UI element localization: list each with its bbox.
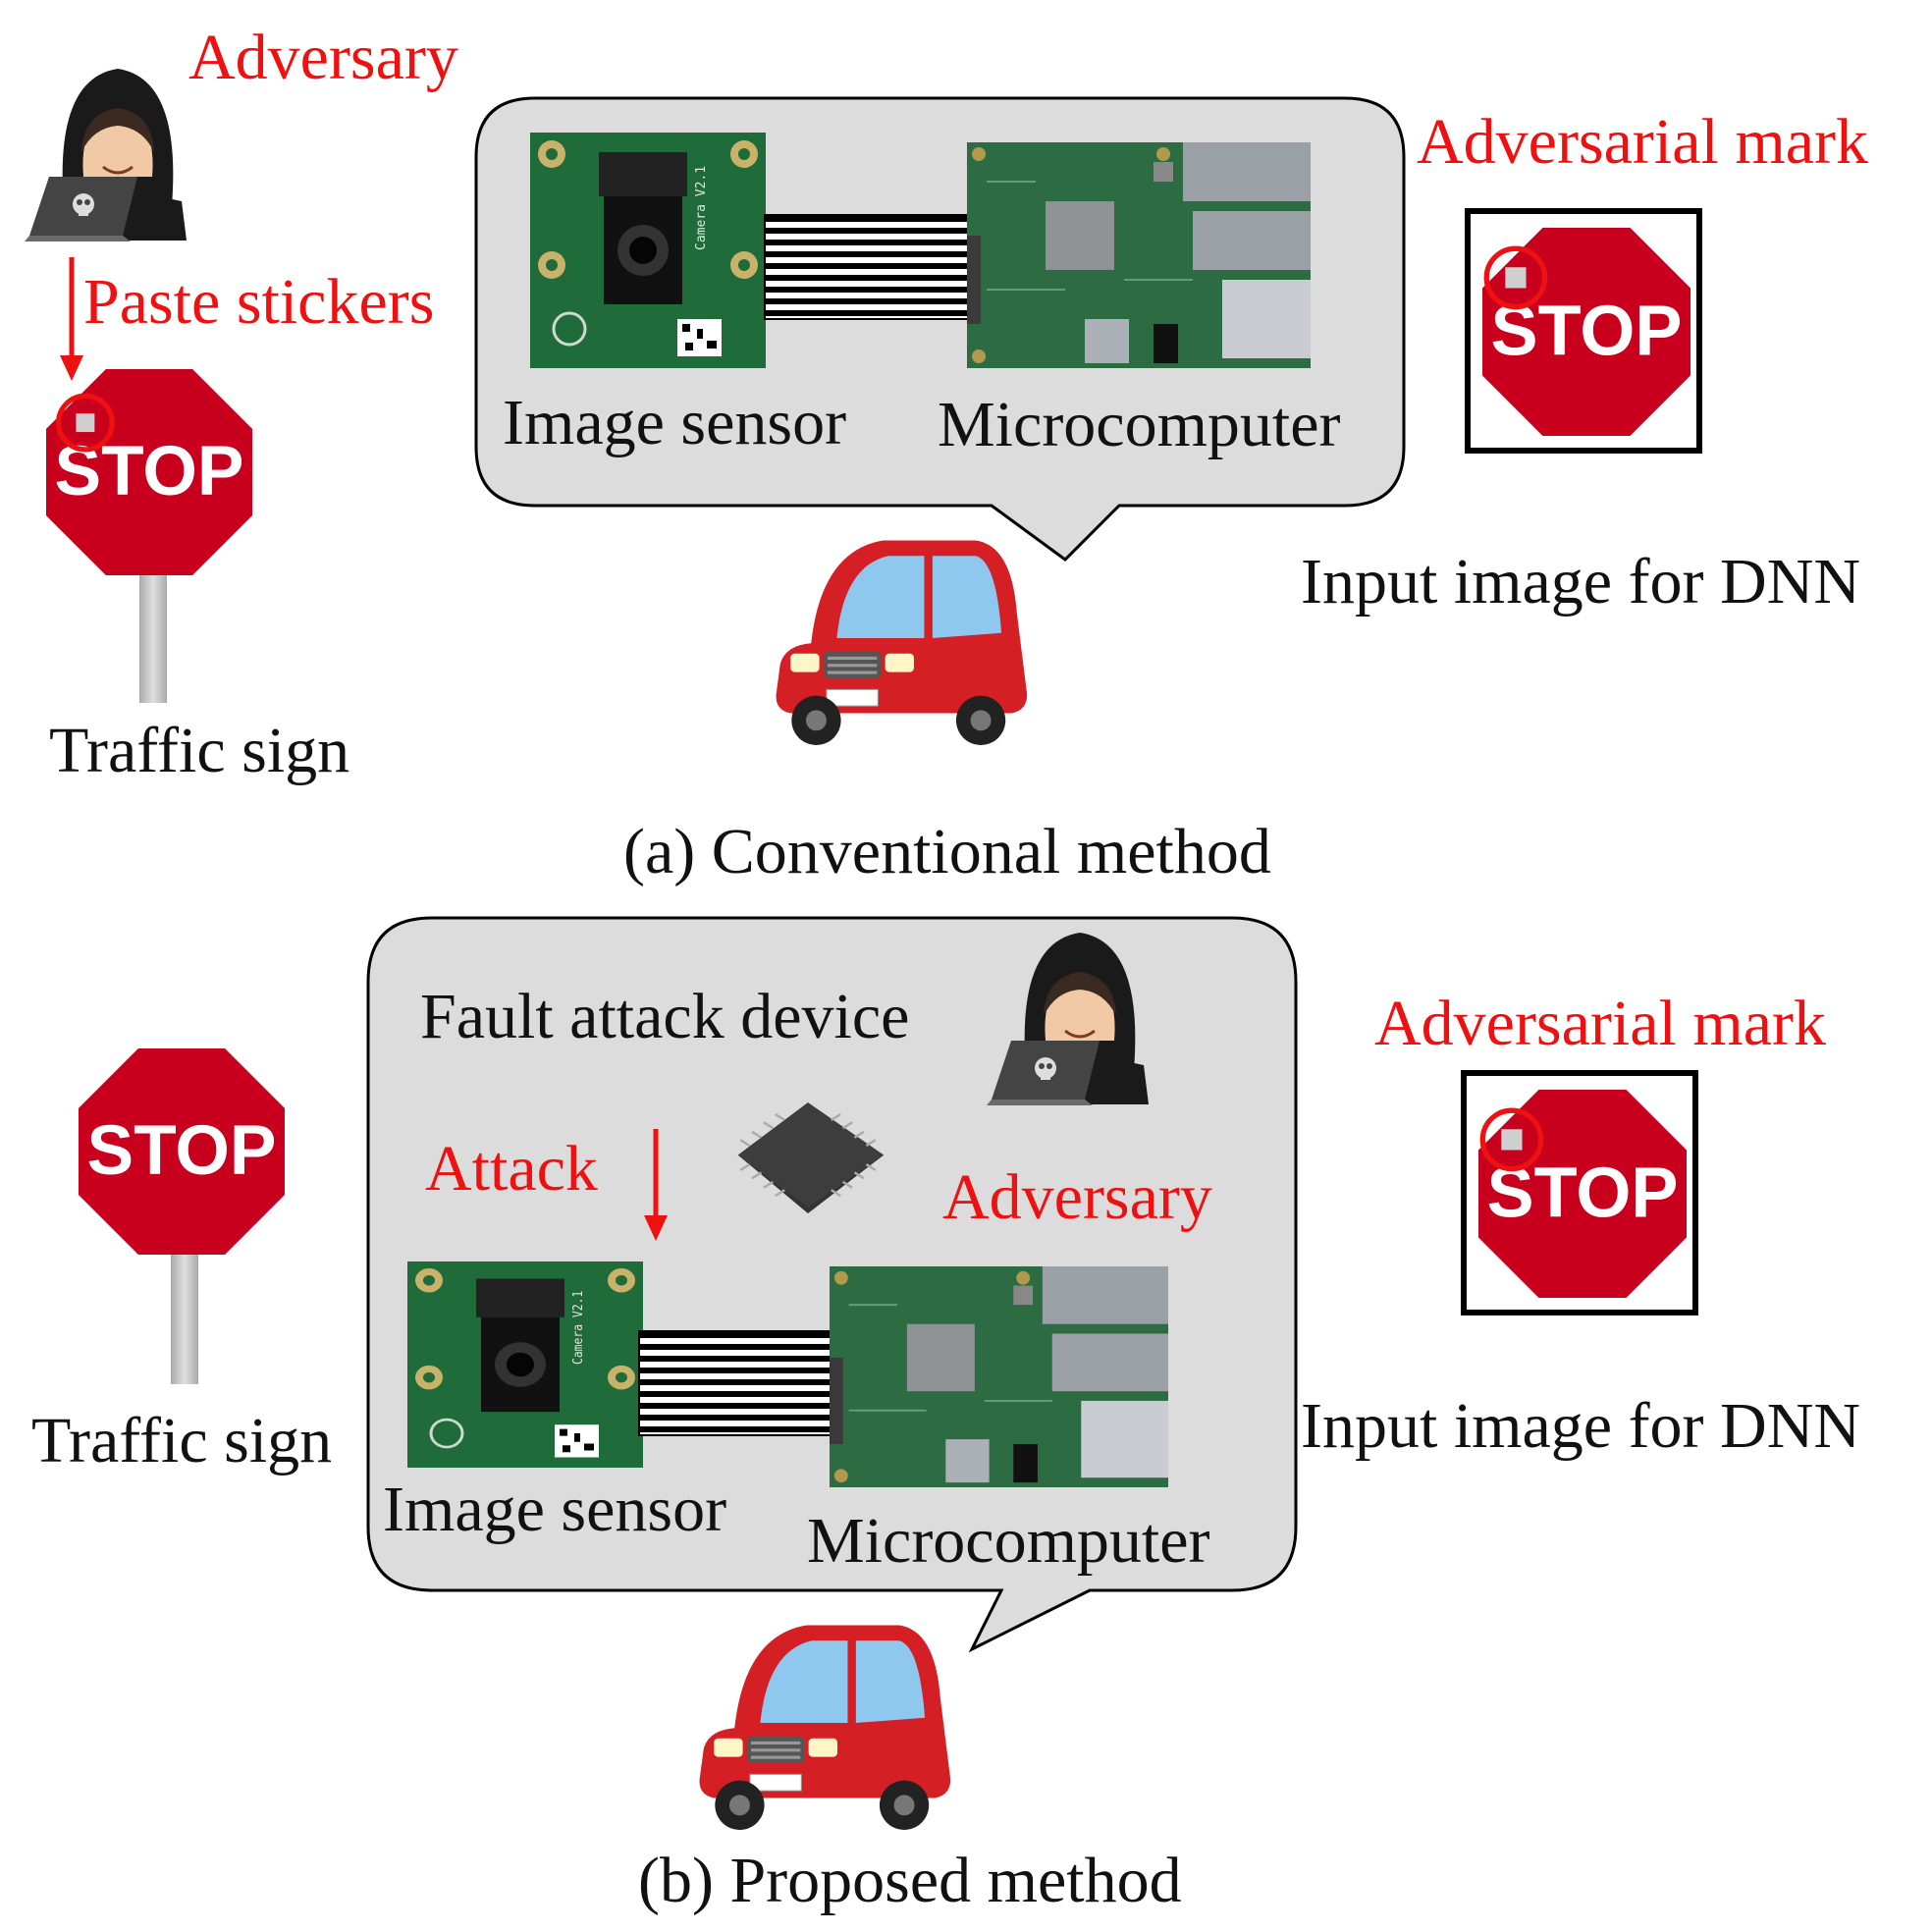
traffic-sign-label-a: Traffic sign: [49, 715, 350, 786]
sign-pole-b: [171, 1255, 198, 1384]
stop-sign-text: STOP: [54, 432, 243, 510]
raspberry-pi-board-icon: [830, 1266, 1168, 1487]
paste-stickers-label: Paste stickers: [83, 266, 435, 338]
stop-sign-icon: STOP: [79, 1048, 285, 1255]
hooded-hacker-icon: [987, 923, 1154, 1109]
ribbon-cable-a: [764, 214, 970, 320]
attack-arrow: [644, 1129, 668, 1241]
fault-attack-device-label: Fault attack device: [420, 981, 910, 1052]
adversary-label-a: Adversary: [188, 22, 458, 93]
traffic-sign-label-b: Traffic sign: [31, 1405, 333, 1476]
microcomputer-label-b: Microcomputer: [807, 1505, 1210, 1577]
input-image-label-b: Input image for DNN: [1301, 1390, 1861, 1462]
sign-pole-a: [139, 575, 167, 703]
stop-sign-text-b: STOP: [86, 1111, 276, 1190]
microcomputer-label-a: Microcomputer: [938, 389, 1341, 460]
adversary-label-b: Adversary: [942, 1161, 1212, 1233]
stop-sign-icon: STOP: [1478, 1090, 1687, 1298]
camera-board-icon: [407, 1261, 643, 1468]
adversarial-mark-label-a: Adversarial mark: [1417, 106, 1868, 178]
image-sensor-label-b: Image sensor: [383, 1474, 727, 1545]
ribbon-cable-b: [638, 1330, 834, 1436]
microchip-icon: [715, 1090, 901, 1232]
paste-arrow: [60, 257, 83, 381]
caption-b: (b) Proposed method: [638, 1845, 1182, 1916]
adversarial-mark-label-b: Adversarial mark: [1374, 988, 1826, 1059]
dnn-input-frame-a: STOP: [1465, 208, 1702, 454]
caption-a: (a) Conventional method: [623, 816, 1271, 887]
attack-label: Attack: [425, 1133, 598, 1205]
image-sensor-label-a: Image sensor: [503, 387, 847, 458]
stop-sign-icon: STOP: [1482, 228, 1690, 436]
dnn-stop-text-b: STOP: [1487, 1154, 1679, 1232]
car-icon: [668, 1615, 987, 1831]
input-image-label-a: Input image for DNN: [1301, 546, 1861, 617]
stop-sign-icon: STOP: [46, 369, 252, 575]
dnn-input-frame-b: STOP: [1461, 1070, 1698, 1315]
